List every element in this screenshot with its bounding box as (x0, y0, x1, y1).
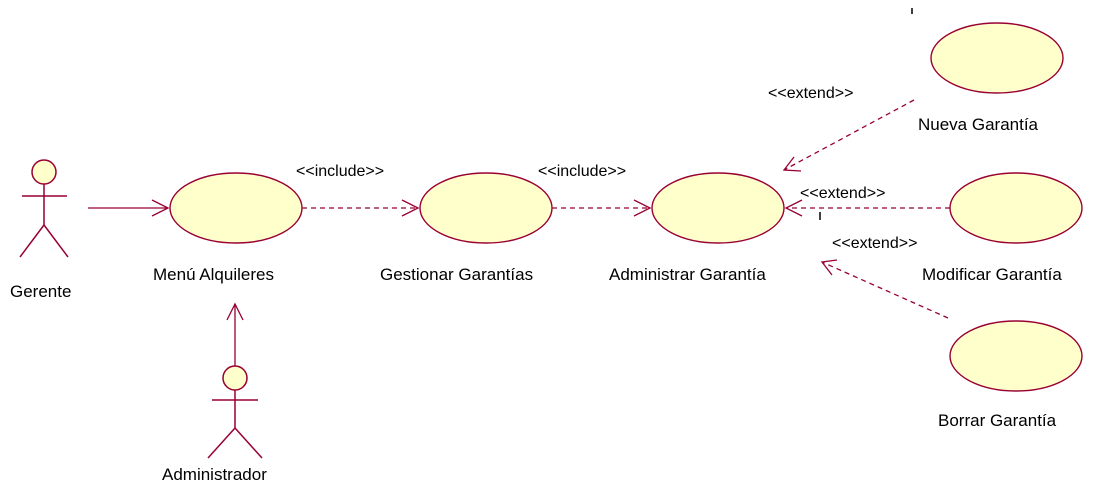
include-gestionar-administrar (552, 199, 652, 217)
stereotype-extend-nueva: <<extend>> (768, 85, 854, 102)
usecase-label-administrar-garantia: Administrar Garantía (609, 265, 766, 284)
usecase-label-gestionar-garantias: Gestionar Garantías (380, 265, 534, 284)
extend-nueva-administrar (782, 99, 915, 172)
actor-gerente[interactable] (19, 159, 69, 258)
extend-modificar-administrar (784, 199, 950, 217)
stereotype-include-2: <<include>> (538, 163, 627, 180)
usecase-label-modificar-garantia: Modificar Garantía (922, 265, 1062, 284)
extend-borrar-administrar (820, 259, 949, 319)
usecase-administrar-garantia[interactable] (651, 172, 785, 244)
actor-label-gerente: Gerente (10, 282, 72, 301)
association-administrador-menu (226, 302, 244, 366)
usecase-modificar-garantia[interactable] (949, 172, 1083, 244)
stereotype-extend-modificar: <<extend>> (800, 185, 886, 202)
usecase-borrar-garantia[interactable] (949, 320, 1083, 392)
actor-administrador[interactable] (207, 365, 263, 459)
usecase-label-nueva-garantia: Nueva Garantía (918, 115, 1039, 134)
usecase-gestionar-garantias[interactable] (419, 172, 553, 244)
association-gerente-menu (88, 199, 170, 217)
usecase-nueva-garantia[interactable] (930, 22, 1064, 94)
usecase-menu-alquileres[interactable] (169, 172, 303, 244)
stereotype-extend-borrar: <<extend>> (832, 235, 918, 252)
include-menu-gestionar (302, 199, 420, 217)
actor-label-administrador: Administrador (162, 465, 267, 484)
stereotype-include-1: <<include>> (296, 163, 385, 180)
usecase-label-menu-alquileres: Menú Alquileres (153, 265, 274, 284)
usecase-label-borrar-garantia: Borrar Garantía (938, 411, 1057, 430)
